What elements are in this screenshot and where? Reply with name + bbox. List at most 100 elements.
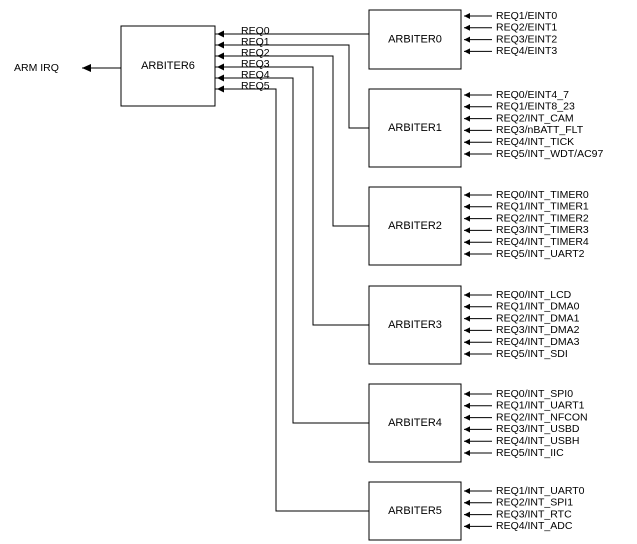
arbiter3-input-label-4: REQ4/INT_DMA3 bbox=[496, 336, 580, 348]
arbiter2-input-label-1: REQ1/INT_TIMER1 bbox=[496, 201, 589, 213]
connection-wires bbox=[82, 13, 492, 530]
arbiter5-input-label-0: REQ1/INT_UART0 bbox=[496, 485, 585, 497]
arbiter2-input-label-4: REQ4/INT_TIMER4 bbox=[496, 236, 589, 248]
req1-label: REQ1 bbox=[241, 36, 270, 48]
arbiter0-input-label-2: REQ3/EINT2 bbox=[496, 33, 557, 45]
arbiter0-label: ARBITER0 bbox=[388, 33, 442, 45]
arbiter1-input-arrowhead-icon-4 bbox=[464, 139, 470, 146]
arbiter6-label: ARBITER6 bbox=[141, 60, 195, 72]
arbiter3-input-arrowhead-icon-2 bbox=[464, 315, 470, 322]
req2-label: REQ2 bbox=[241, 47, 270, 59]
arbiter1-input-arrowhead-icon-0 bbox=[464, 92, 470, 98]
arbiter1-input-label-0: REQ0/EINT4_7 bbox=[496, 89, 569, 101]
arbiter5-input-arrowhead-icon-1 bbox=[464, 499, 470, 506]
arbiter5-input-arrowhead-icon-0 bbox=[464, 488, 470, 494]
req3-label: REQ3 bbox=[241, 58, 270, 70]
arbiter3-input-arrowhead-icon-0 bbox=[464, 292, 470, 298]
arbiter4-input-arrowhead-icon-5 bbox=[464, 450, 470, 456]
arbiter4-input-label-4: REQ4/INT_USBH bbox=[496, 435, 579, 447]
arbiter0-input-arrowhead-icon-1 bbox=[464, 24, 470, 31]
arbiter3-input-label-0: REQ0/INT_LCD bbox=[496, 289, 572, 301]
arbiter5-box bbox=[368, 481, 462, 541]
arm-irq-arrowhead-icon bbox=[82, 64, 91, 72]
arbiter2-input-label-3: REQ3/INT_TIMER3 bbox=[496, 224, 589, 236]
arbiter0-input-arrowhead-icon-0 bbox=[464, 13, 470, 19]
req3-arrowhead-icon bbox=[217, 63, 224, 71]
arm-irq-label: ARM IRQ bbox=[14, 62, 59, 74]
arbiter0-box bbox=[368, 9, 462, 70]
req4-arrowhead-icon bbox=[217, 74, 224, 82]
req4-route bbox=[225, 77, 369, 424]
arbiter0-input-label-1: REQ2/EINT1 bbox=[496, 22, 557, 34]
req1-route bbox=[225, 44, 369, 129]
arbiter4-input-label-1: REQ1/INT_UART1 bbox=[496, 400, 585, 412]
arbiter4-input-arrowhead-icon-4 bbox=[464, 438, 470, 445]
arbiter1-input-label-1: REQ1/EINT8_23 bbox=[496, 101, 575, 113]
arbiter2-label: ARBITER2 bbox=[388, 220, 442, 232]
arbiter1-box bbox=[368, 88, 462, 168]
arbiter4-label: ARBITER4 bbox=[388, 417, 442, 429]
arbiter3-label: ARBITER3 bbox=[388, 319, 442, 331]
arbiter5-input-arrowhead-icon-2 bbox=[464, 511, 470, 518]
arbiter5-label: ARBITER5 bbox=[388, 505, 442, 517]
arbiter1-input-label-4: REQ4/INT_TICK bbox=[496, 136, 574, 148]
req1-arrowhead-icon bbox=[217, 41, 224, 49]
req5-arrowhead-icon bbox=[217, 85, 224, 93]
arbiter4-input-label-2: REQ2/INT_NFCON bbox=[496, 411, 588, 423]
arbiter4-input-arrowhead-icon-1 bbox=[464, 402, 470, 409]
arbiter2-input-label-0: REQ0/INT_TIMER0 bbox=[496, 189, 589, 201]
arbiter1-input-arrowhead-icon-1 bbox=[464, 103, 470, 110]
arbiter3-input-arrowhead-icon-3 bbox=[464, 327, 470, 334]
req2-arrowhead-icon bbox=[217, 52, 224, 60]
req0-label: REQ0 bbox=[241, 25, 270, 37]
arbiter3-input-label-1: REQ1/INT_DMA0 bbox=[496, 301, 580, 313]
arbiter2-input-arrowhead-icon-1 bbox=[464, 203, 470, 210]
req2-route bbox=[225, 55, 369, 227]
req5-label: REQ5 bbox=[241, 80, 270, 92]
arbiter0-input-label-3: REQ4/EINT3 bbox=[496, 45, 557, 57]
arbiter2-input-arrowhead-icon-2 bbox=[464, 215, 470, 222]
arbiter3-input-arrowhead-icon-5 bbox=[464, 351, 470, 357]
arbiter3-input-label-2: REQ2/INT_DMA1 bbox=[496, 312, 580, 324]
arbiter5-input-label-2: REQ3/INT_RTC bbox=[496, 508, 572, 520]
arbiter4-input-label-3: REQ3/INT_USBD bbox=[496, 423, 580, 435]
req4-label: REQ4 bbox=[241, 69, 270, 81]
arbiter2-input-label-2: REQ2/INT_TIMER2 bbox=[496, 212, 589, 224]
arbiter1-input-label-3: REQ3/nBATT_FLT bbox=[496, 124, 584, 136]
arbiter2-input-label-5: REQ5/INT_UART2 bbox=[496, 248, 585, 260]
arbiter3-input-arrowhead-icon-4 bbox=[464, 339, 470, 346]
arbiter1-input-label-5: REQ5/INT_WDT/AC97 bbox=[496, 148, 604, 160]
arbiter4-input-arrowhead-icon-2 bbox=[464, 414, 470, 421]
req0-arrowhead-icon bbox=[217, 30, 224, 38]
arbiter4-input-arrowhead-icon-3 bbox=[464, 426, 470, 433]
arbiter4-input-arrowhead-icon-0 bbox=[464, 391, 470, 397]
arbiter5-input-arrowhead-icon-3 bbox=[464, 523, 470, 530]
arbiter0-input-label-0: REQ1/EINT0 bbox=[496, 10, 557, 22]
arbiter3-input-label-3: REQ3/INT_DMA2 bbox=[496, 324, 580, 336]
arbiter2-input-arrowhead-icon-0 bbox=[464, 192, 470, 198]
arbiter4-input-label-0: REQ0/INT_SPI0 bbox=[496, 388, 573, 400]
arbiter5-input-label-1: REQ2/INT_SPI1 bbox=[496, 497, 573, 509]
arbiter1-input-label-2: REQ2/INT_CAM bbox=[496, 112, 574, 124]
arbiter6-box bbox=[120, 25, 216, 107]
arbiter4-input-label-5: REQ5/INT_IIC bbox=[496, 447, 564, 459]
req3-route bbox=[225, 66, 369, 326]
arbiter1-label: ARBITER1 bbox=[388, 122, 442, 134]
arbiter1-input-arrowhead-icon-2 bbox=[464, 115, 470, 122]
arbiter5-input-label-3: REQ4/INT_ADC bbox=[496, 520, 573, 532]
req5-route bbox=[225, 88, 369, 512]
arbiter4-box bbox=[368, 383, 462, 463]
arbiter3-input-arrowhead-icon-1 bbox=[464, 303, 470, 310]
arbiter3-box bbox=[368, 285, 462, 365]
arbiter3-input-label-5: REQ5/INT_SDI bbox=[496, 348, 568, 360]
arbiter2-input-arrowhead-icon-4 bbox=[464, 239, 470, 246]
arbiter1-input-arrowhead-icon-3 bbox=[464, 127, 470, 134]
arbiter-boxes bbox=[120, 9, 462, 541]
signal-labels: ARBITER6 ARM IRQ ARBITER0 REQ1/EINT0REQ2/EI… bbox=[14, 10, 604, 532]
arbiter1-input-arrowhead-icon-5 bbox=[464, 151, 470, 157]
arbiter2-box bbox=[368, 186, 462, 266]
arbiter0-input-arrowhead-icon-3 bbox=[464, 48, 470, 55]
arbiter2-input-arrowhead-icon-3 bbox=[464, 227, 470, 234]
arbiter2-input-arrowhead-icon-5 bbox=[464, 251, 470, 257]
